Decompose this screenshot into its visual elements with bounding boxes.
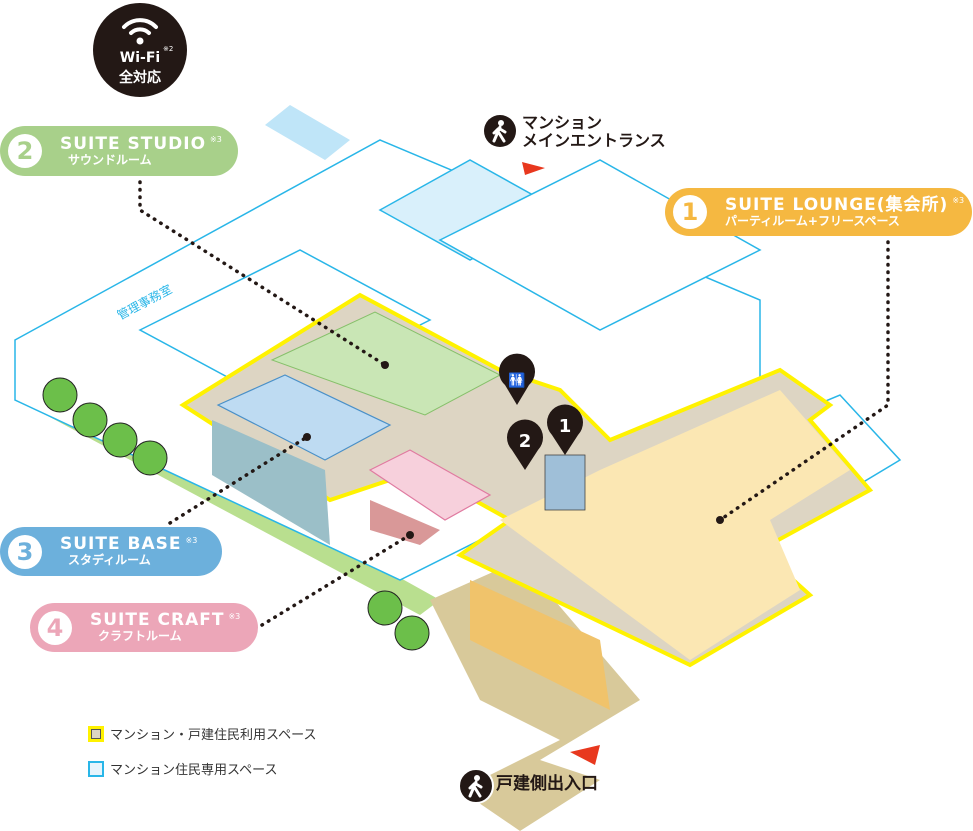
legend-mansion-only: マンション住民専用スペース (88, 759, 277, 778)
shared-area (179, 292, 874, 710)
wifi-icon (122, 18, 158, 45)
label-sub: パーティルーム+フリースペース (725, 213, 900, 228)
main-entrance-line1: マンション (522, 113, 603, 132)
legend-swatch (88, 760, 104, 777)
label-sub: スタディルーム (68, 553, 151, 568)
house-entrance-label: 戸建側出入口 (496, 774, 598, 794)
svg-text:2: 2 (519, 431, 532, 452)
legend-shared: マンション・戸建住民利用スペース (88, 724, 316, 743)
label-note: ※3 (185, 535, 198, 545)
toilet-pin-icon: 🚻 (499, 353, 536, 405)
trees (42, 377, 430, 651)
number-badge: 4 (38, 610, 72, 645)
legend-swatch (88, 725, 104, 742)
label-name: SUITE STUDIO (60, 133, 207, 154)
label-note: ※3 (952, 196, 965, 206)
label-sub: サウンドルーム (68, 152, 152, 167)
label-sub: クラフトルーム (98, 629, 182, 644)
main-entrance-line2: メインエントランス (522, 131, 666, 151)
pedestrian-icon (484, 115, 516, 147)
number-badge: 2 (8, 134, 42, 168)
wifi-line1: Wi-Fi (119, 50, 161, 66)
legend-text: マンション・戸建住民利用スペース (110, 728, 317, 743)
label-name: SUITE BASE (60, 534, 182, 555)
label-name: SUITE LOUNGE(集会所) (725, 194, 949, 215)
label-suite-studio: 2 SUITE STUDIO※3 サウンドルーム (0, 126, 238, 176)
wifi-note: ※2 (163, 45, 174, 53)
svg-text:🚻: 🚻 (508, 372, 525, 389)
main-entrance-label: マンション メインエントランス (522, 113, 666, 151)
leader-endpoints (303, 361, 724, 539)
leader-lines (138, 180, 890, 627)
svg-text:1: 1 (559, 416, 572, 437)
pedestrian-icon (458, 768, 494, 804)
pin-2-icon: 2 (507, 419, 543, 470)
house-entrance-arrow-icon (570, 745, 600, 765)
label-suite-lounge: 1 SUITE LOUNGE(集会所)※3 パーティルーム+フリースペース (665, 188, 972, 236)
number-badge: 1 (673, 195, 707, 229)
pin-1-icon: 1 (547, 404, 583, 455)
wifi-line2: 全対応 (119, 70, 161, 86)
wifi-badge: ※2 Wi-Fi 全対応 (93, 3, 187, 97)
label-note: ※3 (228, 611, 241, 621)
main-entrance-arrow-icon (522, 162, 545, 175)
label-name: SUITE CRAFT (90, 610, 225, 631)
label-suite-base: 3 SUITE BASE※3 スタディルーム (0, 527, 222, 576)
label-note: ※3 (210, 135, 222, 145)
number-badge: 3 (8, 534, 42, 569)
label-suite-craft: 4 SUITE CRAFT※3 クラフトルーム (30, 603, 258, 652)
legend-text: マンション住民専用スペース (110, 763, 278, 778)
